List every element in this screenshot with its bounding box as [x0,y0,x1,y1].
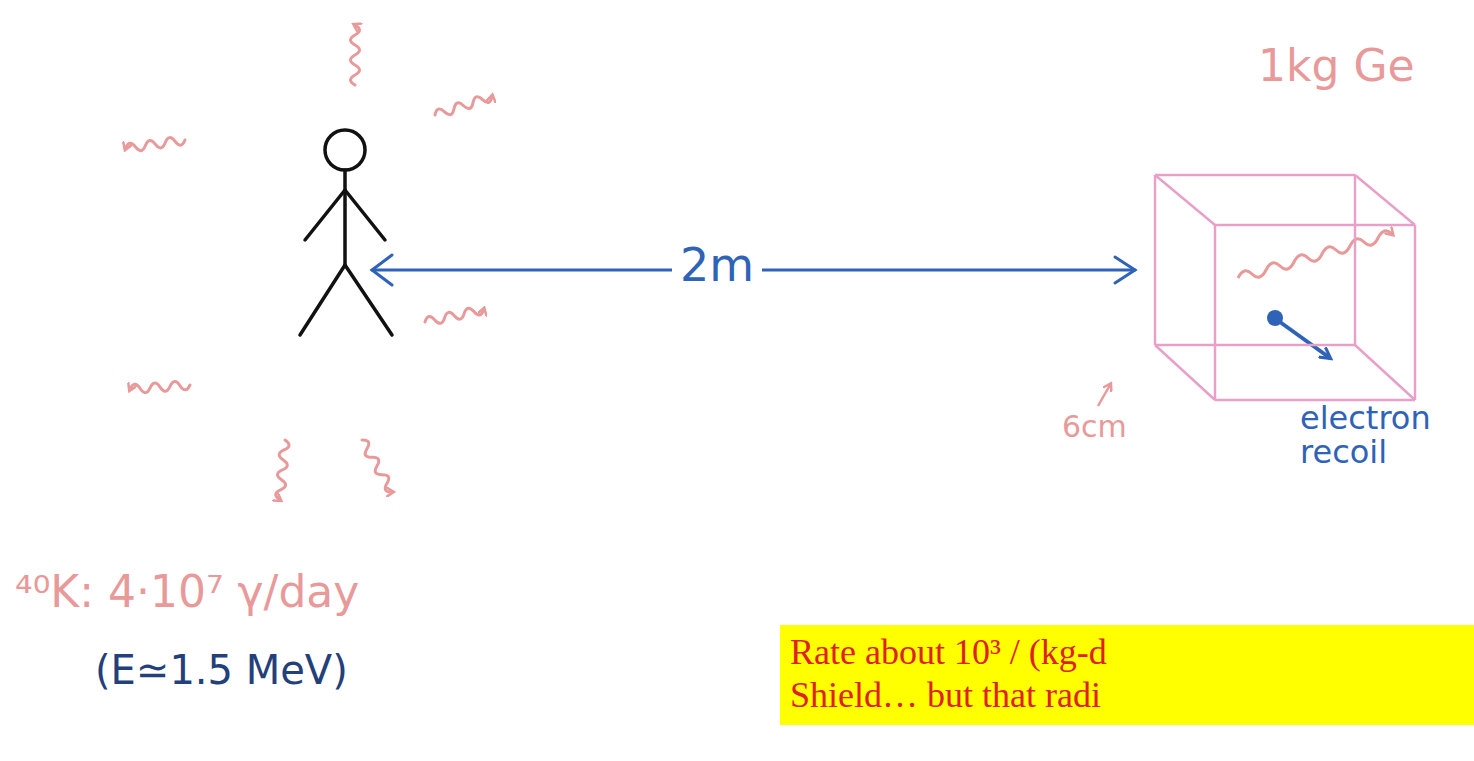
cube-outline [1150,40,1425,410]
highlight-box: Rate about 10³ / (kg-dShield… but that r… [780,625,1474,725]
dimension-label: 6cm [1062,410,1127,443]
detector-label: 1kg Ge [1258,40,1415,93]
gamma-rays [125,25,493,500]
dimension-arrow [1098,385,1110,406]
detector-cube: 1kg Ge [1150,40,1425,410]
note-text: Shield… but that radi [790,674,1464,717]
photon-track [1238,231,1392,278]
energy-label: (E≃1.5 MeV) [95,648,348,692]
distance-label: 2m [672,240,762,291]
stick-figure [300,130,392,335]
recoil-arrow [1280,322,1330,358]
source-rate-label: ⁴⁰K: 4·10⁷ γ/day [15,568,359,616]
note-text: Rate about 10³ / (kg-d [790,631,1464,674]
event-label: electron recoil [1300,402,1460,469]
